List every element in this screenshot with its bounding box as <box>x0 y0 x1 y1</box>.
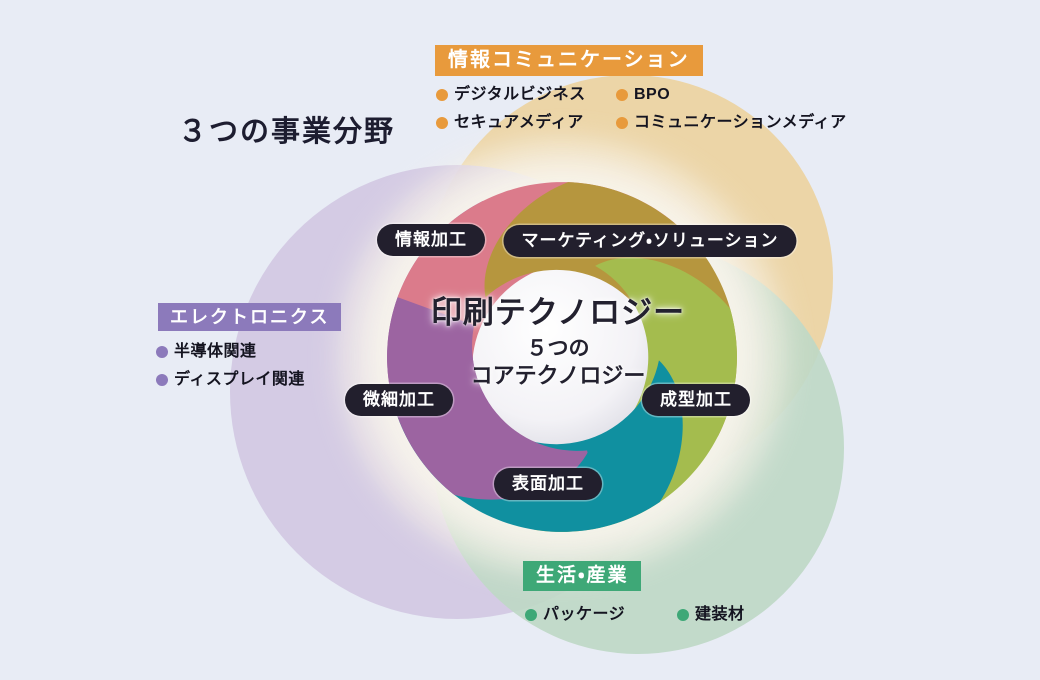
list-item: BPO <box>616 84 847 106</box>
bullet-icon <box>436 89 448 101</box>
bullet-icon <box>525 609 537 621</box>
bullet-icon <box>677 609 689 621</box>
center-title-block: 印刷テクノロジー ５つの コアテクノロジー <box>431 295 685 389</box>
list-item: コミュニケーションメディア <box>616 112 847 134</box>
area-items-living-industry: パッケージ 建装材 <box>525 604 745 626</box>
list-item: 建装材 <box>677 604 745 626</box>
list-item: デジタルビジネス <box>436 84 616 106</box>
bullet-icon <box>156 346 168 358</box>
center-subtitle-line2: コアテクノロジー <box>470 363 646 388</box>
area-label-living-industry: 生活・産業 <box>523 561 642 591</box>
core-tech-pill-microfabrication: 微細加工 <box>345 384 453 416</box>
bullet-icon <box>616 89 628 101</box>
list-item-label: 建装材 <box>695 606 745 623</box>
core-tech-pill-information-processing: 情報加工 <box>377 224 485 256</box>
area-items-electronics: 半導体関連 ディスプレイ関連 <box>156 341 305 391</box>
list-item-label: セキュアメディア <box>454 114 584 131</box>
area-items-information-communication: デジタルビジネス BPO セキュアメディア コミュニケーションメディア <box>436 84 847 134</box>
area-label-electronics: エレクトロニクス <box>158 303 342 331</box>
list-item-label: コミュニケーションメディア <box>634 114 847 131</box>
pinwheel-center-disc <box>462 257 662 457</box>
center-subtitle-line1: ５つの <box>526 336 590 360</box>
bullet-icon <box>156 374 168 386</box>
list-item-label: パッケージ <box>543 606 626 623</box>
core-tech-pill-marketing-solution: マーケティング・ソリューション <box>503 225 797 257</box>
page-title: ３つの事業分野 <box>178 116 396 148</box>
list-item-label: BPO <box>634 86 671 103</box>
list-item: 半導体関連 <box>156 341 305 363</box>
list-item-label: ディスプレイ関連 <box>174 371 305 388</box>
bullet-icon <box>436 117 448 129</box>
area-label-information-communication: 情報コミュニケーション <box>435 45 703 76</box>
list-item-label: 半導体関連 <box>174 343 257 360</box>
bullet-icon <box>616 117 628 129</box>
core-tech-pill-surface-processing: 表面加工 <box>494 468 602 500</box>
core-tech-pill-molding: 成型加工 <box>642 384 750 416</box>
center-title: 印刷テクノロジー <box>430 295 686 330</box>
list-item: セキュアメディア <box>436 112 616 134</box>
list-item-label: デジタルビジネス <box>454 86 586 103</box>
list-item: パッケージ <box>525 604 677 626</box>
list-item: ディスプレイ関連 <box>156 369 305 391</box>
